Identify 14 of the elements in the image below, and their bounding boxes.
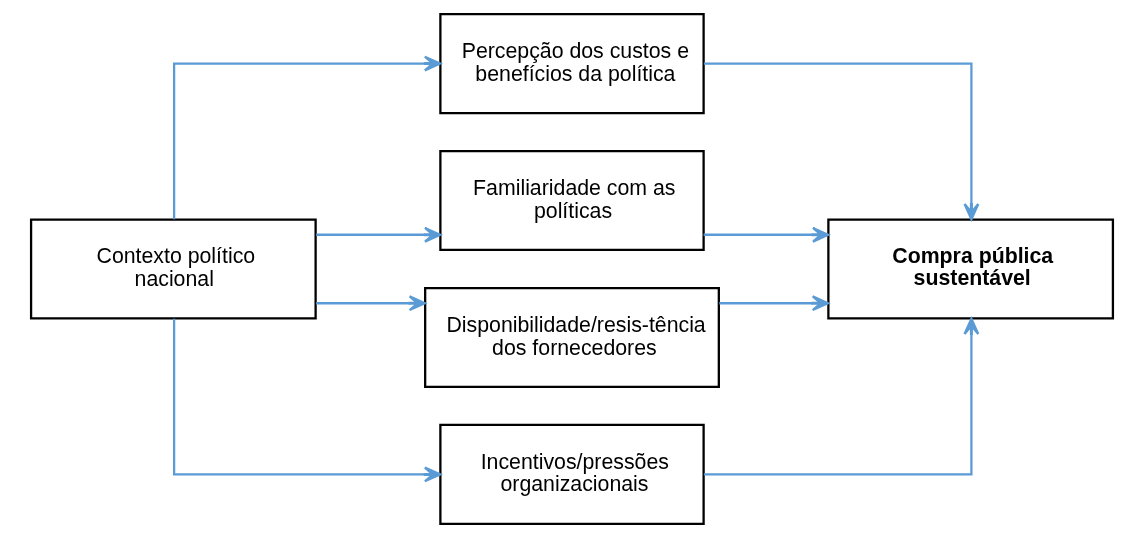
arrow [703, 317, 980, 476]
arrow [703, 62, 980, 221]
arrow [719, 295, 830, 312]
node-box: Compra pública sustentável [827, 218, 1115, 320]
node-box: Familiaridade com as políticas [439, 149, 705, 252]
arrow [316, 295, 426, 312]
node-box: Disponibilidade/resis-tência dos fornecedores [424, 286, 720, 389]
node-box: Contexto político nacional [29, 218, 317, 320]
arrow [703, 226, 830, 243]
arrow [172, 318, 442, 483]
node-box: Percepção dos custos e benefícios da política [439, 13, 705, 115]
node-box: Incentivos/pressões organizacionais [439, 423, 705, 525]
arrow [316, 226, 442, 243]
arrow [172, 55, 442, 220]
